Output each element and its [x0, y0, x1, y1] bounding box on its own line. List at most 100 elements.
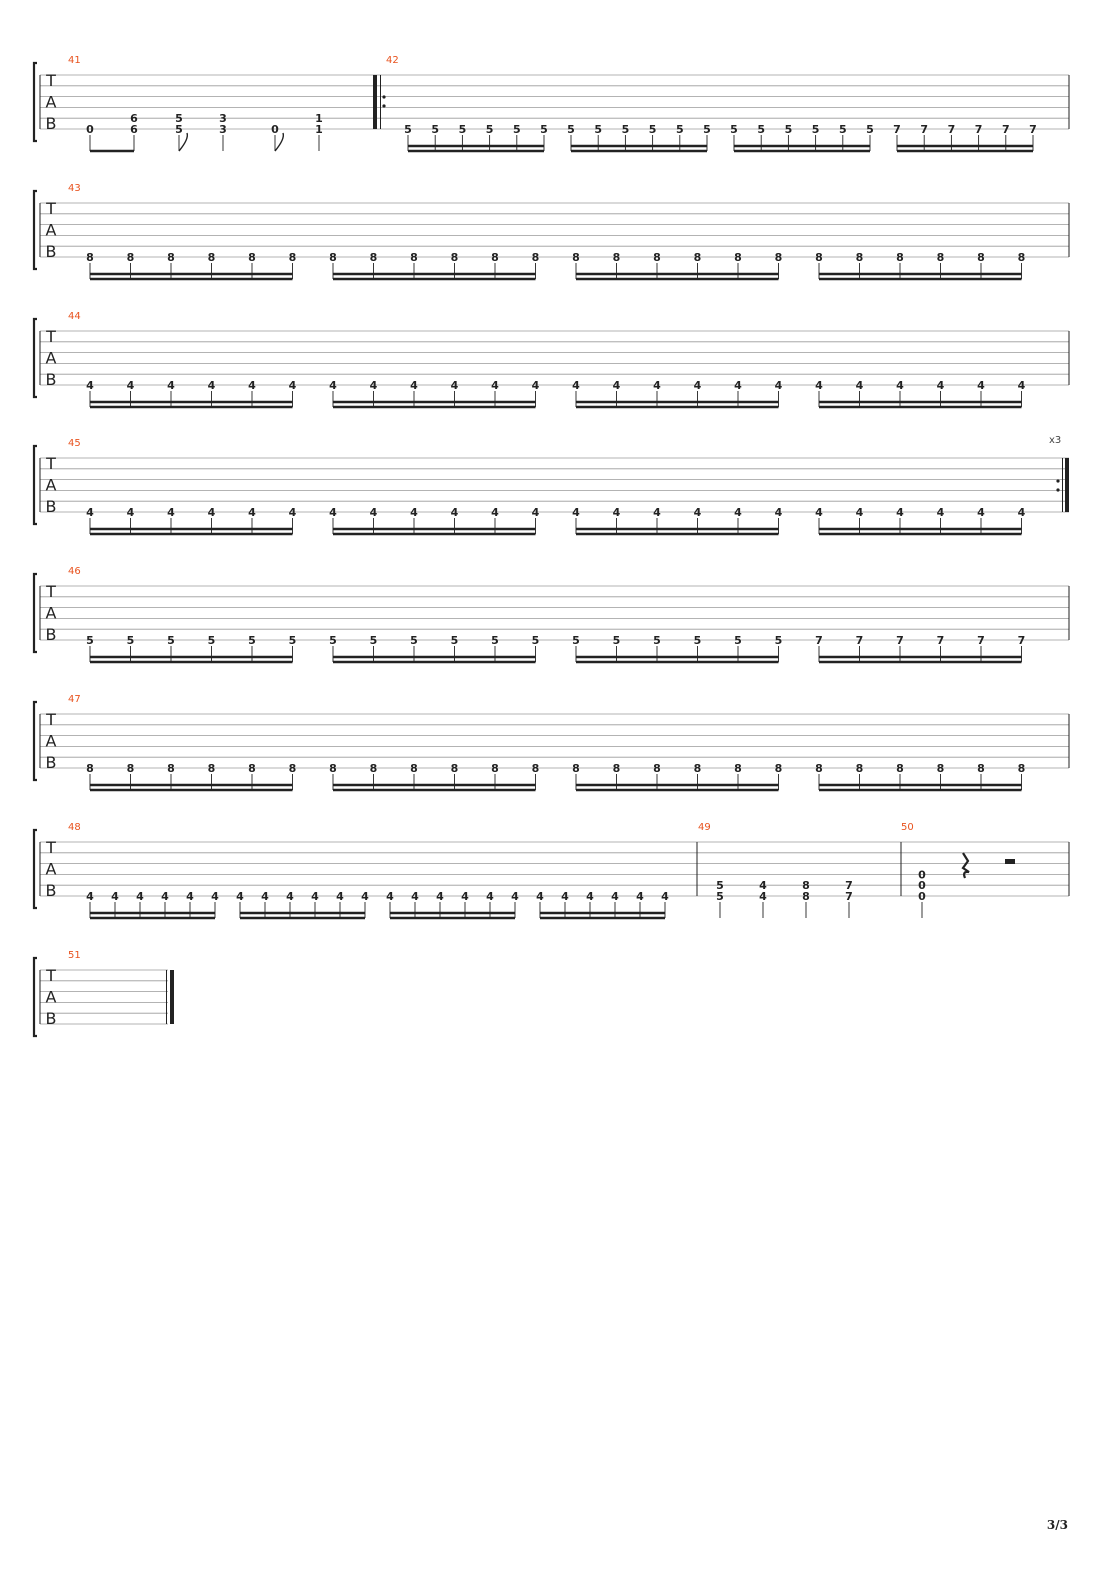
- fret-number: 4: [937, 379, 945, 392]
- fret-number: 5: [653, 634, 661, 647]
- fret-number: 4: [361, 890, 369, 903]
- fret-number: 8: [127, 762, 135, 775]
- fret-number: 5: [459, 123, 467, 136]
- fret-number: 8: [208, 251, 216, 264]
- fret-number: 8: [775, 762, 783, 775]
- fret-number: 5: [486, 123, 494, 136]
- fret-number: 5: [757, 123, 765, 136]
- fret-number: 4: [289, 506, 297, 519]
- fret-number: 4: [536, 890, 544, 903]
- fret-number: 8: [86, 762, 94, 775]
- fret-number: 4: [491, 379, 499, 392]
- fret-number: 8: [613, 762, 621, 775]
- fret-number: 8: [451, 251, 459, 264]
- measure-number: 47: [68, 694, 81, 705]
- system-bracket: [32, 61, 37, 143]
- fret-number: 4: [451, 379, 459, 392]
- tab-clef-letter: T: [45, 838, 56, 857]
- fret-number: 5: [676, 123, 684, 136]
- fret-number: 8: [896, 762, 904, 775]
- fret-number: 8: [208, 762, 216, 775]
- system-bracket: [32, 700, 37, 782]
- fret-number: 5: [594, 123, 602, 136]
- fret-number: 5: [329, 634, 337, 647]
- measure-number: 42: [386, 55, 399, 66]
- fret-number: 0: [86, 123, 94, 136]
- fret-number: 4: [370, 506, 378, 519]
- system-bracket: [32, 572, 37, 654]
- fret-number: 8: [613, 251, 621, 264]
- fret-number: 4: [411, 890, 419, 903]
- tab-clef-letter: B: [46, 625, 57, 644]
- fret-number: 1: [315, 123, 323, 136]
- fret-number: 8: [289, 762, 297, 775]
- tab-clef-letter: T: [45, 327, 56, 346]
- fret-number: 4: [236, 890, 244, 903]
- fret-number: 4: [186, 890, 194, 903]
- fret-number: 4: [653, 506, 661, 519]
- fret-number: 4: [611, 890, 619, 903]
- fret-number: 4: [586, 890, 594, 903]
- fret-number: 4: [461, 890, 469, 903]
- fret-number: 6: [130, 123, 138, 136]
- fret-number: 4: [977, 379, 985, 392]
- fret-number: 4: [329, 506, 337, 519]
- fret-number: 4: [167, 506, 175, 519]
- fret-number: 8: [937, 762, 945, 775]
- system-bracket: [32, 956, 37, 1038]
- fret-number: 8: [289, 251, 297, 264]
- measure-number: 44: [68, 311, 81, 322]
- fret-number: 8: [410, 762, 418, 775]
- repeat-dot: [1056, 479, 1060, 483]
- half-rest: [1005, 859, 1015, 864]
- fret-number: 8: [127, 251, 135, 264]
- fret-number: 4: [486, 890, 494, 903]
- fret-number: 4: [1018, 506, 1026, 519]
- fret-number: 5: [649, 123, 657, 136]
- fret-number: 8: [86, 251, 94, 264]
- fret-number: 8: [329, 251, 337, 264]
- tab-clef-letter: A: [46, 988, 57, 1007]
- fret-number: 5: [167, 634, 175, 647]
- tab-clef-letter: A: [46, 93, 57, 112]
- fret-number: 5: [572, 634, 580, 647]
- fret-number: 5: [613, 634, 621, 647]
- fret-number: 6: [130, 112, 138, 125]
- fret-number: 8: [1018, 762, 1026, 775]
- tab-clef-letter: A: [46, 476, 57, 495]
- fret-number: 4: [436, 890, 444, 903]
- fret-number: 8: [248, 251, 256, 264]
- fret-number: 4: [636, 890, 644, 903]
- fret-number: 7: [856, 634, 864, 647]
- fret-number: 4: [759, 879, 767, 892]
- fret-number: 5: [289, 634, 297, 647]
- fret-number: 0: [918, 879, 926, 892]
- fret-number: 5: [208, 634, 216, 647]
- fret-number: 4: [167, 379, 175, 392]
- fret-number: 4: [336, 890, 344, 903]
- fret-number: 4: [286, 890, 294, 903]
- fret-number: 8: [167, 251, 175, 264]
- fret-number: 8: [653, 251, 661, 264]
- fret-number: 8: [734, 251, 742, 264]
- fret-number: 5: [622, 123, 630, 136]
- tab-clef-letter: B: [46, 753, 57, 772]
- fret-number: 8: [410, 251, 418, 264]
- measure-number: 45: [68, 438, 81, 449]
- fret-number: 7: [920, 123, 928, 136]
- fret-number: 4: [248, 506, 256, 519]
- tab-clef-letter: B: [46, 370, 57, 389]
- fret-number: 8: [532, 251, 540, 264]
- tab-clef-letter: A: [46, 221, 57, 240]
- fret-number: 8: [802, 879, 810, 892]
- fret-number: 5: [127, 634, 135, 647]
- fret-number: 4: [856, 379, 864, 392]
- fret-number: 4: [329, 379, 337, 392]
- fret-number: 7: [893, 123, 901, 136]
- fret-number: 4: [86, 890, 94, 903]
- fret-number: 4: [613, 379, 621, 392]
- final-thick-bar: [170, 970, 174, 1024]
- tab-clef-letter: T: [45, 582, 56, 601]
- fret-number: 7: [815, 634, 823, 647]
- page-number: 3/3: [1046, 1518, 1068, 1532]
